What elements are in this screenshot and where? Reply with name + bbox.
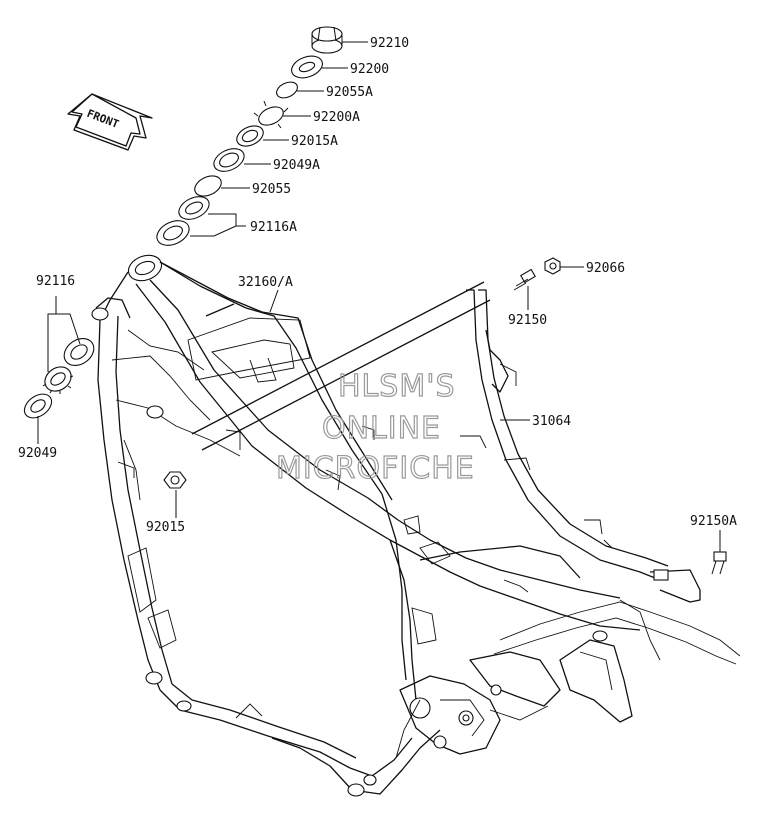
rear-frame-31064-icon (191, 281, 701, 603)
label-92116a: 92116A (250, 220, 297, 235)
label-92200a: 92200A (313, 110, 360, 125)
label-92049a: 92049A (273, 158, 320, 173)
left-bearing-parts (23, 338, 95, 419)
bolt-92150a-icon (711, 551, 727, 575)
bearing-92116a-upper-icon (178, 196, 210, 220)
nut-92066-icon (544, 257, 561, 275)
label-92150a: 92150A (690, 514, 737, 529)
label-92055a: 92055A (326, 85, 373, 100)
leader-lines (37, 41, 721, 552)
steering-stem-parts (156, 26, 343, 246)
bearing-92116-icon (42, 366, 74, 394)
label-92200: 92200 (350, 62, 389, 77)
nut-92015-icon (163, 471, 187, 489)
watermark-line-1: HLSM'S (338, 369, 456, 404)
bolt-92150-icon (513, 268, 536, 291)
watermark-line-2: ONLINE (322, 411, 441, 446)
o-ring-92055a-icon (276, 81, 298, 99)
bearing-race-92116-icon (63, 338, 95, 366)
washer-92049-icon (23, 393, 53, 419)
label-92049: 92049 (18, 446, 57, 461)
main-frame-32160-icon (91, 254, 741, 797)
washer-92200-icon (291, 55, 323, 79)
bearing-92116a-lower-icon (156, 220, 190, 246)
label-92015a: 92015A (291, 134, 338, 149)
washer-92049a-icon (213, 148, 245, 172)
label-92015: 92015 (146, 520, 185, 535)
front-arrow-icon: FRONT (67, 93, 153, 151)
watermark: HLSM'S ONLINE MICROFICHE (275, 368, 475, 486)
label-92116: 92116 (36, 274, 75, 289)
label-32160-a: 32160/A (238, 275, 293, 290)
label-92066: 92066 (586, 261, 625, 276)
label-92055: 92055 (252, 182, 291, 197)
label-92210: 92210 (370, 36, 409, 51)
nut-92015a-icon (236, 125, 264, 147)
o-ring-92055-icon (194, 175, 222, 197)
label-92150: 92150 (508, 313, 547, 328)
part-labels: 92210 92200 92055A 92200A 92015A 92049A … (18, 36, 737, 535)
label-31064: 31064 (532, 414, 571, 429)
watermark-line-3: MICROFICHE (276, 451, 475, 486)
lock-washer-92200a-icon (253, 100, 289, 129)
front-arrow-label: FRONT (85, 107, 121, 131)
nut-92210-icon (311, 26, 343, 54)
